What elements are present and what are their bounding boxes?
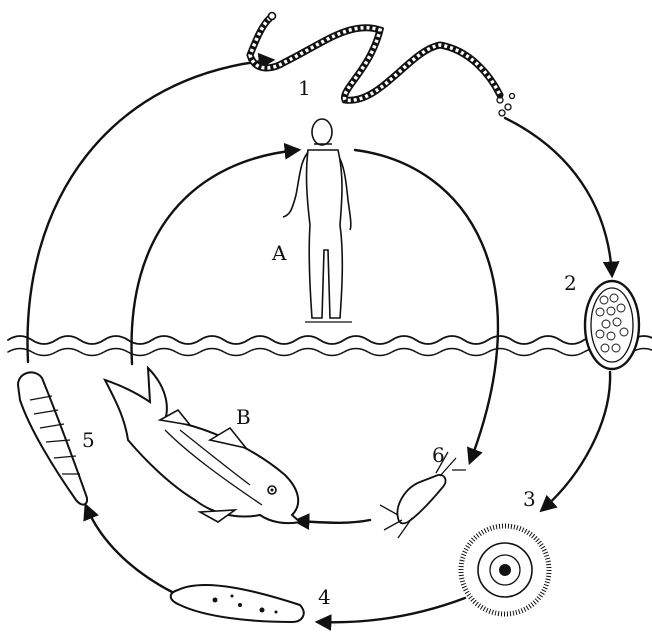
label-host-B: B	[236, 405, 251, 429]
water-surface	[8, 336, 652, 356]
copepod-illustration	[380, 452, 466, 538]
arrow-2-to-3	[542, 372, 610, 510]
arrow-human-to-copepod	[355, 150, 498, 462]
fish-illustration	[105, 368, 300, 523]
label-stage-6: 6	[432, 443, 445, 467]
arrow-3-to-4	[318, 598, 465, 622]
coracidium-illustration	[461, 526, 549, 614]
arrow-5-to-1	[28, 60, 272, 362]
label-stage-4: 4	[318, 585, 331, 609]
label-stage-1: 1	[298, 76, 311, 100]
label-host-A: A	[271, 241, 287, 265]
plerocercoid-illustration	[18, 372, 87, 504]
label-stage-2: 2	[564, 271, 577, 295]
adult-tapeworm-illustration	[250, 13, 515, 117]
label-stage-5: 5	[82, 428, 95, 452]
arrow-1-to-2	[505, 118, 612, 275]
arrow-4-to-5	[86, 506, 172, 592]
procercoid-illustration	[171, 585, 304, 622]
egg-illustration	[585, 281, 639, 369]
arrow-copepod-to-fish	[296, 520, 370, 523]
label-stage-3: 3	[523, 487, 536, 511]
